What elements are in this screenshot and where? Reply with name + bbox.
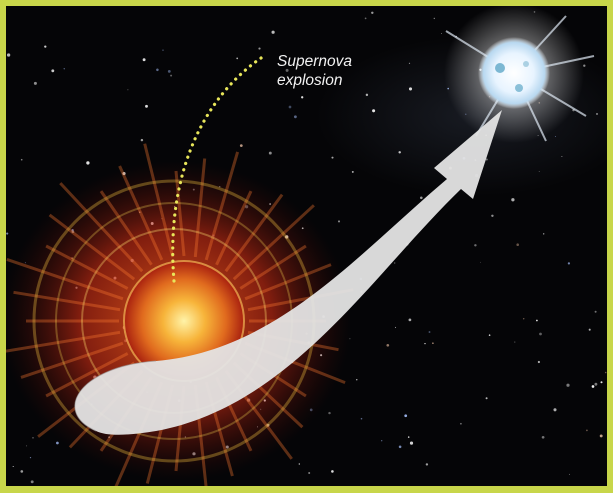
supernova-explosion-label: Supernova explosion xyxy=(277,52,352,90)
supernova-dotted-path xyxy=(171,54,266,283)
label-line-2: explosion xyxy=(277,72,343,89)
label-line-1: Supernova xyxy=(277,53,352,70)
white-star xyxy=(444,6,595,143)
space-scene xyxy=(6,6,607,486)
trajectory-arrow xyxy=(74,110,502,435)
